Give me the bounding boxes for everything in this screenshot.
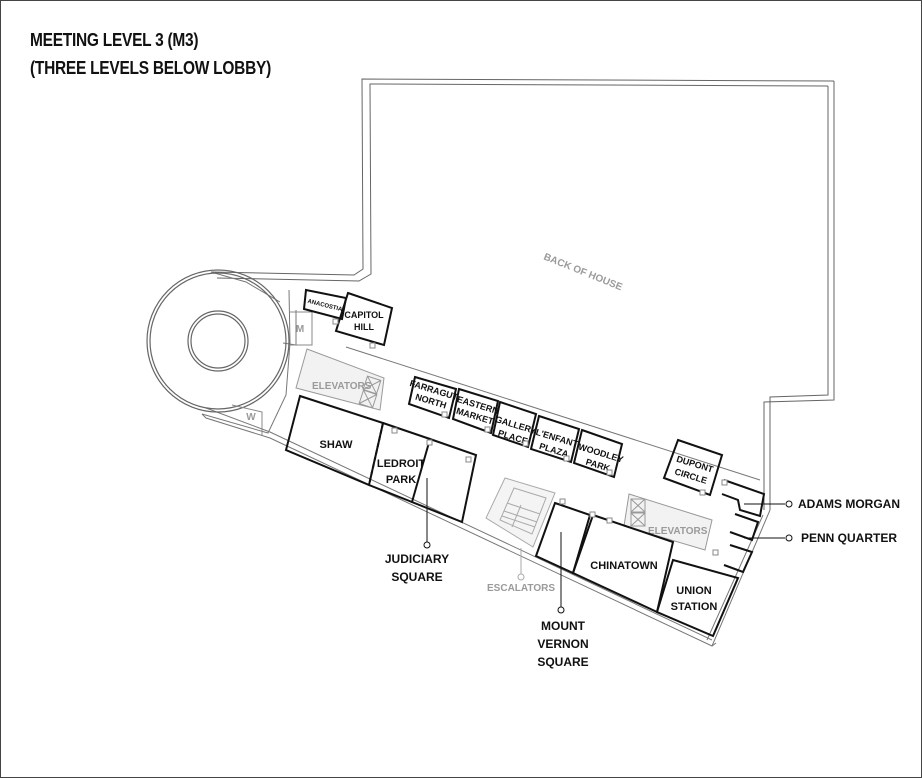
escalators-label: ESCALATORS — [487, 583, 555, 594]
elevators-left-label: ELEVATORS — [312, 381, 372, 392]
callout-mount-vernon-1: MOUNT — [541, 619, 586, 633]
callout-mount-vernon-3: SQUARE — [537, 655, 588, 669]
room-union-station: UNION STATION — [655, 558, 740, 638]
room-ledroit-park-label-2: PARK — [386, 474, 416, 486]
callout-mount-vernon-2: VERNON — [537, 637, 588, 651]
map-title: MEETING LEVEL 3 (M3) — [30, 30, 199, 50]
callout-judiciary-square-2: SQUARE — [391, 570, 442, 584]
room-capitol-hill-label-1: CAPITOL — [344, 310, 384, 320]
back-of-house-outline — [210, 78, 835, 510]
room-union-station-label-1: UNION — [676, 585, 712, 597]
restroom-men-label: M — [296, 324, 304, 335]
room-anacostia: ANACOSTIA — [302, 288, 348, 321]
room-ledroit-park-label-1: LEDROIT — [377, 458, 426, 470]
room-penn-quarter — [723, 513, 793, 574]
restroom-women-label: W — [246, 412, 256, 423]
room-eastern-market: EASTERN MARKET — [451, 387, 500, 435]
room-shaw-label: SHAW — [320, 439, 354, 451]
room-capitol-hill: CAPITOL HILL — [334, 291, 394, 347]
back-of-house-label: BACK OF HOUSE — [542, 252, 624, 294]
door-marks — [332, 318, 728, 556]
callout-adams-morgan: ADAMS MORGAN — [798, 497, 900, 511]
room-shaw: SHAW — [284, 394, 385, 487]
elevators-right-label: ELEVATORS — [648, 526, 708, 537]
room-judiciary-square — [410, 437, 478, 549]
room-lenfant-plaza: L'ENFANT PLAZA — [529, 414, 581, 464]
room-ledroit-park: LEDROIT PARK — [368, 422, 431, 503]
map-subtitle: (THREE LEVELS BELOW LOBBY) — [30, 58, 271, 78]
elevators-left: ELEVATORS — [295, 348, 385, 411]
room-capitol-hill-label-2: HILL — [354, 322, 374, 332]
room-chinatown-label: CHINATOWN — [590, 560, 657, 572]
elevators-right: ELEVATORS — [623, 493, 713, 551]
callout-penn-quarter: PENN QUARTER — [801, 531, 897, 545]
restroom-women: W — [231, 404, 263, 435]
callout-judiciary-square-1: JUDICIARY — [385, 552, 449, 566]
room-gallery-place: GALLERY PLACE — [491, 400, 538, 449]
room-farragut-north: FARRAGUT NORTH — [407, 375, 460, 420]
room-adams-morgan — [721, 479, 793, 518]
room-woodley-park: WOODLEY PARK — [572, 428, 625, 479]
rotunda — [146, 269, 290, 413]
restroom-men: M — [290, 311, 313, 346]
room-union-station-label-2: STATION — [671, 601, 718, 613]
room-dupont-circle: DUPONT CIRCLE — [662, 438, 724, 497]
escalators: ESCALATORS — [485, 477, 556, 594]
